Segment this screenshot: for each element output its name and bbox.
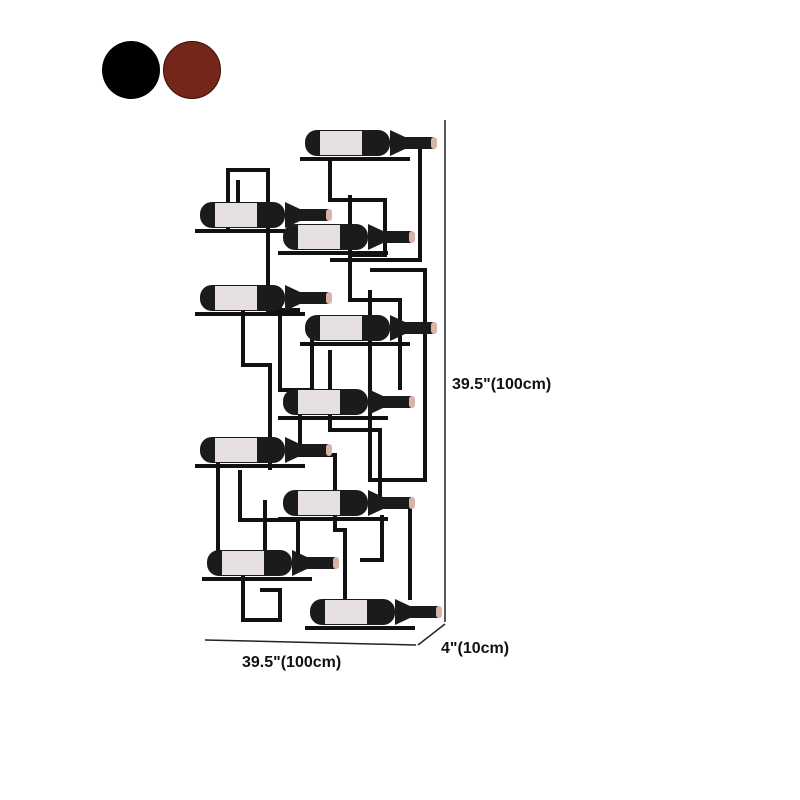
bottle-neck	[285, 437, 328, 463]
bottle-neck	[390, 130, 433, 156]
bottle-cork	[326, 292, 332, 304]
bottle-neck	[368, 490, 411, 516]
wine-bottle	[300, 315, 437, 346]
bottle-cork	[326, 209, 332, 221]
bottle-neck	[390, 315, 433, 341]
bottle-cork	[431, 137, 437, 149]
bottle-neck	[285, 285, 328, 311]
wine-bottle	[195, 285, 332, 316]
bottle-cork	[409, 497, 415, 509]
bottle-label	[222, 551, 264, 575]
bottle-label	[320, 316, 362, 340]
bottle-label	[320, 131, 362, 155]
wine-bottle	[305, 599, 442, 630]
bottle-label	[298, 491, 340, 515]
bottle-cork	[431, 322, 437, 334]
bottle-label	[298, 390, 340, 414]
color-swatch-black[interactable]	[102, 41, 160, 99]
wine-bottle	[278, 224, 415, 255]
bottle-cork	[326, 444, 332, 456]
bottle-neck	[285, 202, 328, 228]
depth-dimension-label: 4"(10cm)	[441, 640, 510, 657]
bottle-neck	[395, 599, 438, 625]
width-dimension-label: 39.5"(100cm)	[242, 654, 342, 671]
wine-bottle	[278, 490, 415, 521]
bottle-label	[215, 438, 257, 462]
height-dimension-label: 39.5"(100cm)	[452, 376, 552, 393]
bottle-label	[325, 600, 367, 624]
dimension-lines	[204, 120, 446, 646]
bottle-neck	[368, 224, 411, 250]
bottle-neck	[292, 550, 335, 576]
wine-bottle	[195, 437, 332, 468]
bottle-cork	[436, 606, 442, 618]
bottle-neck	[368, 389, 411, 415]
bottle-cork	[409, 231, 415, 243]
wine-bottle	[300, 130, 437, 161]
bottle-label	[215, 286, 257, 310]
bottle-label	[298, 225, 340, 249]
wine-bottle	[202, 550, 339, 581]
color-swatch-brown[interactable]	[163, 41, 221, 99]
bottle-label	[215, 203, 257, 227]
bottle-cork	[333, 557, 339, 569]
bottle-cork	[409, 396, 415, 408]
wine-bottles	[195, 130, 442, 630]
wine-bottle	[278, 389, 415, 420]
